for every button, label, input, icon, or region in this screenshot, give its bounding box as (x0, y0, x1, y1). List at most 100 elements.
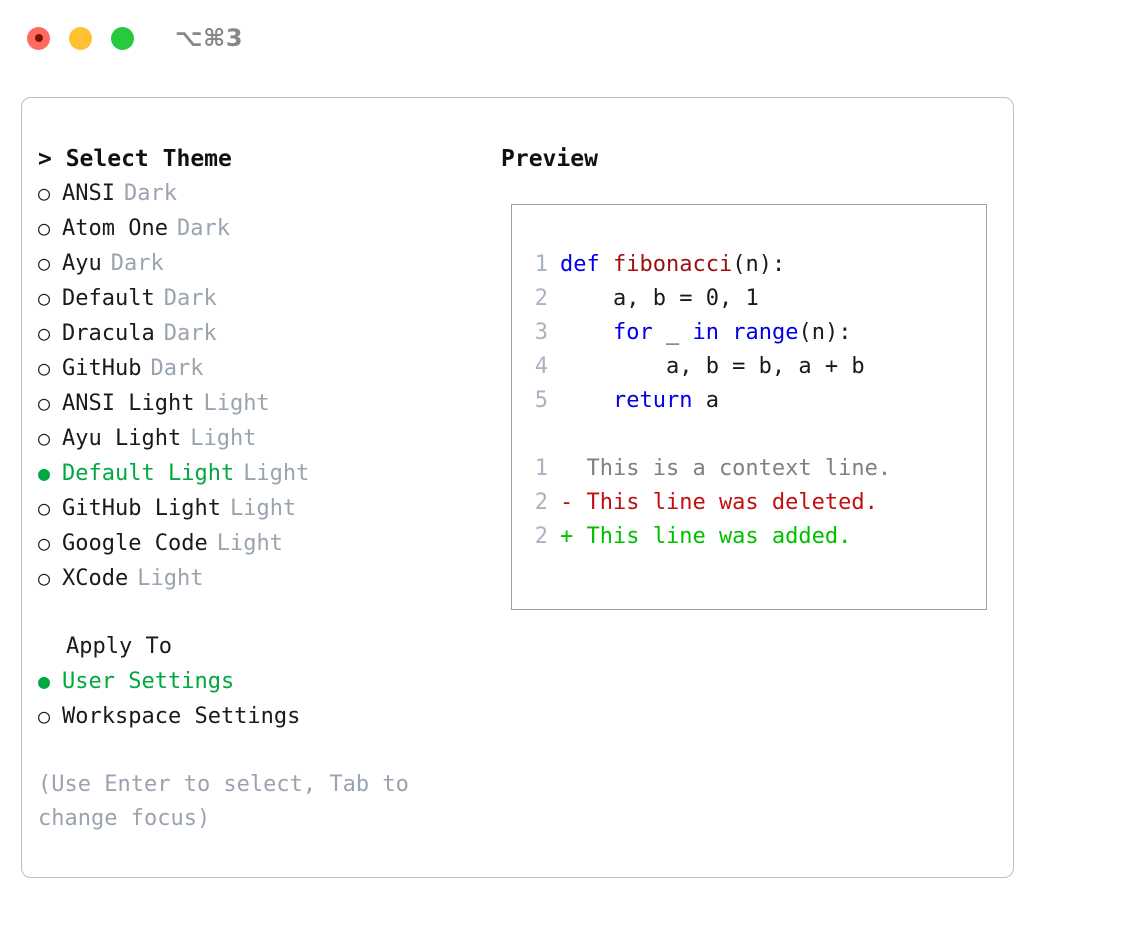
traffic-lights (27, 26, 134, 50)
apply-to-option-user-settings[interactable]: ● User Settings (38, 664, 488, 699)
keyboard-hint-text: (Use Enter to select, Tab to change focu… (38, 772, 409, 831)
preview-title: Preview (501, 146, 598, 172)
diff-line-text: - This line was deleted. (560, 490, 878, 515)
maximize-button-icon[interactable] (111, 26, 134, 50)
radio-unselected-icon: ○ (38, 496, 51, 520)
theme-option-variant-tag: Light (190, 426, 257, 451)
code-token: 0 (705, 286, 719, 311)
code-token: range (732, 320, 799, 345)
theme-option-label: ANSI Light (62, 391, 195, 416)
code-line: 3 for _ in range(n): (526, 316, 982, 350)
code-blank-line (526, 418, 982, 452)
diff-line-del: 2 - This line was deleted. (526, 486, 982, 520)
code-token: def (560, 252, 613, 277)
apply-to-option-label: Workspace Settings (62, 704, 301, 729)
theme-option-variant-tag: Dark (110, 251, 164, 276)
theme-option-variant-tag: Dark (176, 216, 230, 241)
theme-option-variant-tag: Light (229, 496, 297, 521)
theme-option-variant-tag: Light (243, 461, 310, 486)
theme-option-label: GitHub Light (62, 496, 221, 521)
apply-to-option-workspace-settings[interactable]: ○ Workspace Settings (38, 699, 488, 734)
close-button-icon[interactable] (27, 26, 50, 50)
theme-option-variant-tag: Light (203, 391, 270, 416)
code-token: _ (652, 320, 693, 345)
radio-unselected-icon: ○ (38, 216, 51, 240)
theme-option-xcode[interactable]: ○ XCode Light (38, 561, 488, 596)
radio-unselected-icon: ○ (38, 566, 51, 590)
radio-unselected-icon: ○ (38, 426, 51, 450)
code-line: 4 a, b = b, a + b (526, 350, 982, 384)
theme-option-variant-tag: Light (137, 566, 204, 591)
apply-to-option-label: User Settings (62, 669, 235, 694)
code-token: (n): (732, 252, 786, 277)
code-token (560, 320, 613, 345)
radio-unselected-icon: ○ (38, 356, 51, 380)
code-line-number: 1 (534, 252, 548, 277)
code-token: in (692, 320, 719, 345)
theme-option-variant-tag: Dark (163, 286, 217, 311)
theme-option-label: Atom One (62, 216, 168, 241)
theme-option-label: ANSI (62, 181, 115, 206)
radio-unselected-icon: ○ (38, 181, 51, 205)
code-line-number: 2 (534, 524, 548, 549)
radio-unselected-icon: ○ (38, 391, 51, 415)
code-line-number: 2 (534, 286, 548, 311)
code-token: 1 (745, 286, 759, 311)
theme-option-label: Default Light (62, 461, 235, 486)
theme-option-dracula[interactable]: ○ Dracula Dark (38, 316, 488, 351)
theme-option-ayu[interactable]: ○ Ayu Dark (38, 246, 488, 281)
theme-option-label: XCode (62, 566, 129, 591)
theme-option-label: Ayu Light (62, 426, 182, 451)
theme-option-label: Google Code (62, 531, 208, 556)
minimize-button-icon[interactable] (69, 26, 92, 50)
theme-option-ansi[interactable]: ○ ANSI Dark (38, 176, 488, 211)
theme-option-label: Dracula (62, 321, 155, 346)
theme-option-variant-tag: Dark (123, 181, 177, 206)
radio-unselected-icon: ○ (38, 286, 51, 310)
code-token: fibonacci (612, 252, 733, 277)
code-line-number: 3 (534, 320, 548, 345)
diff-line-text: This is a context line. (560, 456, 892, 481)
theme-option-label: Ayu (62, 251, 102, 276)
hint-spacer (38, 734, 488, 768)
apply-to-header: Apply To (66, 634, 172, 659)
code-token: (n): (798, 320, 852, 345)
radio-unselected-icon: ○ (38, 704, 51, 728)
diff-line-ctx: 1 This is a context line. (526, 452, 982, 486)
theme-option-atom-one[interactable]: ○ Atom One Dark (38, 211, 488, 246)
theme-option-variant-tag: Light (216, 531, 283, 556)
radio-unselected-icon: ○ (38, 531, 51, 555)
theme-option-github-light[interactable]: ○ GitHub Light Light (38, 491, 488, 526)
code-line-number: 1 (534, 456, 548, 481)
theme-option-label: GitHub (62, 356, 142, 381)
list-spacer (38, 596, 488, 630)
diff-line-add: 2 + This line was added. (526, 520, 982, 554)
code-line-number: 2 (534, 490, 548, 515)
theme-option-ayu-light[interactable]: ○ Ayu Light Light (38, 421, 488, 456)
code-token (560, 388, 613, 413)
theme-option-variant-tag: Dark (163, 321, 217, 346)
radio-unselected-icon: ○ (38, 251, 51, 275)
apply-to-list: ● User Settings ○ Workspace Settings (38, 664, 488, 734)
radio-selected-icon: ● (38, 669, 51, 693)
radio-unselected-icon: ○ (38, 321, 51, 345)
theme-picker-header: > Select Theme (38, 146, 232, 172)
code-token (719, 320, 732, 345)
theme-option-ansi-light[interactable]: ○ ANSI Light Light (38, 386, 488, 421)
code-line: 1 def fibonacci(n): (526, 248, 982, 282)
code-line: 5 return a (526, 384, 982, 418)
code-token: a (692, 388, 719, 413)
code-token: for (612, 320, 653, 345)
diff-line-text: + This line was added. (560, 524, 852, 549)
code-token: a, b = (560, 286, 706, 311)
theme-option-google-code[interactable]: ○ Google Code Light (38, 526, 488, 561)
code-line-number: 4 (534, 354, 548, 379)
